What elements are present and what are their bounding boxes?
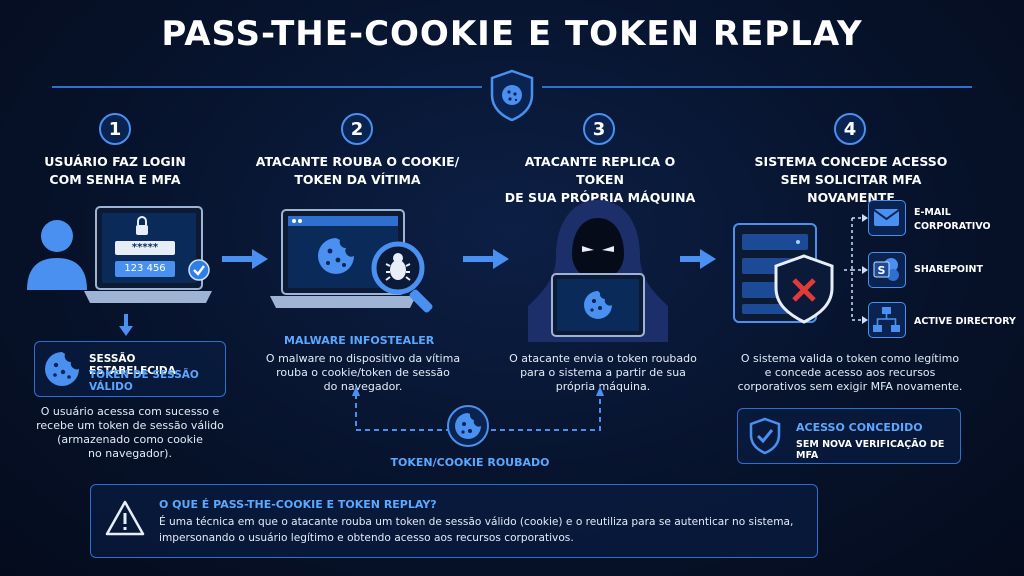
step-3-desc-line: para o sistema a partir de sua — [520, 366, 686, 379]
arrow-right-icon — [463, 249, 509, 269]
no-mfa-label: SEM NOVA VERIFICAÇÃO DE MFA — [796, 439, 945, 461]
step-4-desc-line: corporativos sem exigir MFA novamente. — [737, 380, 963, 393]
stolen-token-label: TOKEN/COOKIE ROUBADO — [390, 456, 550, 469]
sharepoint-icon: S — [868, 252, 906, 288]
check-icon — [188, 259, 210, 281]
active-directory-icon — [868, 302, 906, 338]
svg-text:S: S — [878, 264, 886, 277]
step-1-desc-line: recebe um token de sessão válido — [36, 419, 224, 432]
access-granted-box: ACESSO CONCEDIDO SEM NOVA VERIFICAÇÃO DE… — [737, 408, 961, 464]
step-1-number: 1 — [99, 113, 131, 145]
access-granted-label: ACESSO CONCEDIDO — [796, 421, 923, 434]
down-arrow-icon — [119, 314, 133, 338]
divider-right — [542, 86, 972, 88]
user-icon — [22, 214, 92, 292]
step-1-desc-line: (armazenado como cookie — [57, 433, 203, 446]
step-1-title-line2: COM SENHA E MFA — [49, 172, 181, 187]
arrow-right-icon — [222, 249, 268, 269]
step-4-title: SISTEMA CONCEDE ACESSO SEM SOLICITAR MFA… — [745, 153, 957, 207]
email-icon — [868, 200, 906, 236]
shield-check-icon — [748, 417, 782, 455]
stolen-cookie-icon — [447, 405, 489, 447]
step-3-title-line1: ATACANTE REPLICA O TOKEN — [524, 154, 676, 187]
step-4-title-line1: SISTEMA CONCEDE ACESSO — [754, 154, 948, 169]
step-2-number: 2 — [341, 113, 373, 145]
valid-token-label: TOKEN DE SESSÃO VÁLIDO — [89, 369, 199, 393]
step-3-description: O atacante envia o token roubado para o … — [490, 352, 716, 394]
step-4-number: 4 — [834, 113, 866, 145]
server-shield-icon — [728, 218, 852, 328]
step-2-title-line2: TOKEN DA VÍTIMA — [294, 172, 421, 187]
step-2-title-line1: ATACANTE ROUBA O COOKIE/ — [255, 154, 460, 169]
page-title: PASS-THE-COOKIE E TOKEN REPLAY — [161, 14, 863, 54]
session-established-box: SESSÃO ESTABELECIDA TOKEN DE SESSÃO VÁLI… — [34, 341, 226, 397]
info-text-line1: É uma técnica em que o atacante rouba um… — [159, 516, 794, 528]
cookie-shield-icon — [487, 68, 537, 122]
step-1-desc-line: O usuário acessa com sucesso e — [40, 405, 220, 418]
step-2-desc-line: do navegador. — [323, 380, 403, 393]
resource-email-label: E-MAIL CORPORATIVO — [914, 207, 991, 232]
step-4-description: O sistema valida o token como legítimo e… — [722, 352, 978, 394]
step-1-title-line1: USUÁRIO FAZ LOGIN — [44, 154, 186, 169]
info-text-line2: impersonando o usuário legítimo e obtend… — [159, 532, 574, 544]
malware-infostealer-label: MALWARE INFOSTEALER — [284, 334, 435, 347]
cookie-icon — [43, 350, 81, 388]
step-3-title-line2: DE SUA PRÓPRIA MÁQUINA — [504, 190, 696, 205]
step-3-title: ATACANTE REPLICA O TOKEN DE SUA PRÓPRIA … — [500, 153, 700, 207]
arrow-right-icon — [680, 249, 716, 269]
divider-left — [52, 86, 482, 88]
info-heading: O QUE É PASS-THE-COOKIE E TOKEN REPLAY? — [159, 498, 437, 511]
step-2-desc-line: rouba o cookie/token de sessão — [276, 366, 450, 379]
step-4-title-line2: SEM SOLICITAR MFA NOVAMENTE — [780, 172, 922, 205]
step-2-title: ATACANTE ROUBA O COOKIE/ TOKEN DA VÍTIMA — [255, 153, 460, 189]
step-3-desc-line: O atacante envia o token roubado — [509, 352, 697, 365]
step-1-desc-line: no navegador). — [88, 447, 172, 460]
hooded-attacker-icon — [518, 196, 678, 342]
step-4-desc-line: O sistema valida o token como legítimo — [740, 352, 960, 365]
info-box: O QUE É PASS-THE-COOKIE E TOKEN REPLAY? … — [90, 484, 818, 558]
resource-connectors — [842, 210, 868, 330]
step-2-description: O malware no dispositivo da vítima rouba… — [250, 352, 476, 394]
step-4-desc-line: e concede acesso aos recursos — [764, 366, 936, 379]
step-1-description: O usuário acessa com sucesso e recebe um… — [12, 405, 248, 461]
step-1-title: USUÁRIO FAZ LOGIN COM SENHA E MFA — [20, 153, 210, 189]
password-field: ***** — [115, 241, 175, 255]
session-established-label: SESSÃO ESTABELECIDA — [89, 353, 176, 377]
mfa-code-field: 123 456 — [115, 261, 175, 277]
step-3-desc-line: própria máquina. — [555, 380, 651, 393]
resource-sharepoint-label: SHAREPOINT — [914, 264, 983, 275]
step-3-number: 3 — [583, 113, 615, 145]
malware-magnifier-icon — [368, 238, 444, 314]
step-2-desc-line: O malware no dispositivo da vítima — [265, 352, 461, 365]
warning-icon — [105, 499, 145, 537]
resource-ad-label: ACTIVE DIRECTORY — [914, 316, 1016, 327]
